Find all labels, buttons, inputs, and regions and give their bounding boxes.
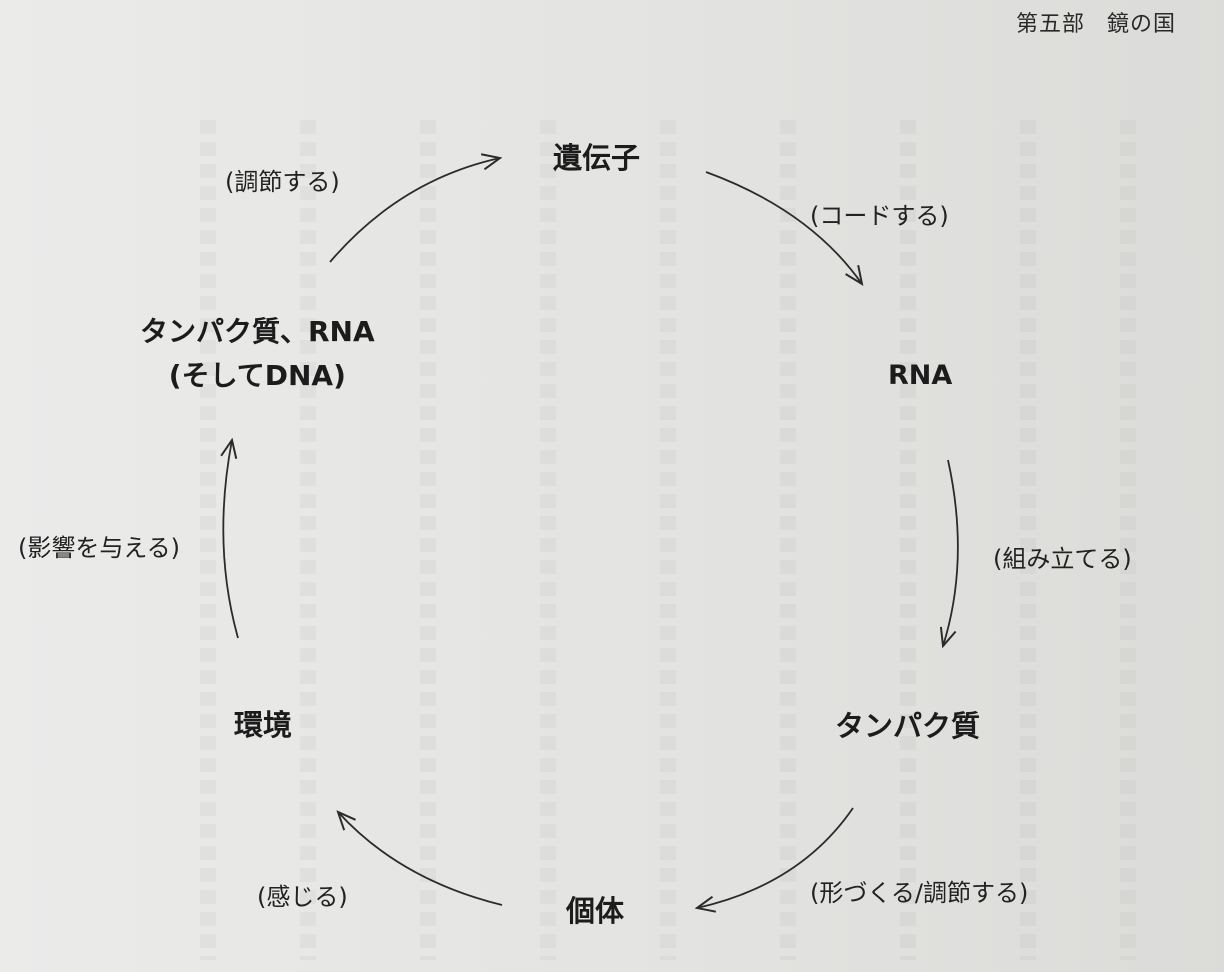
node-environment: 環境 [234,705,292,745]
bleed-through-column [200,120,216,960]
node-rna-label: RNA [888,360,953,391]
header-part: 第五部 [1015,12,1085,37]
node-gene: 遺伝子 [553,138,640,178]
header-chapter: 鏡の国 [1106,12,1176,37]
bleed-through-column [1020,120,1036,960]
running-header: 第五部鏡の国 [1016,6,1176,38]
edge-label-influence: (影響を与える) [18,534,181,562]
bleed-through-column [780,120,796,960]
bleed-through-column [540,120,556,960]
node-gene-label: 遺伝子 [553,141,641,175]
bleed-through-column [900,120,916,960]
bleed-through-column [420,120,436,960]
node-protein-rna-line2: (そしてDNA) [168,359,346,392]
edge-label-sense: (感じる) [257,883,348,911]
node-individual-label: 個体 [566,894,625,928]
edge-label-shape-regulate: (形づくる/調節する) [810,879,1029,907]
arrow-environment-to-protein-rna [223,440,239,639]
arrow-rna-to-protein [943,459,959,646]
node-individual: 個体 [566,891,624,931]
edge-label-assemble: (組み立てる) [993,545,1132,573]
arrow-protein-to-individual [697,807,854,908]
arrow-gene-to-rna [705,171,862,284]
bleed-through-column [300,120,316,960]
edge-label-regulate: (調節する) [225,168,340,196]
node-rna: RNA [888,356,952,396]
bleed-through-column [1120,120,1136,960]
node-protein-label: タンパク質 [835,709,981,743]
arrow-protein-rna-to-gene [329,158,500,263]
node-protein: タンパク質 [835,706,980,746]
node-protein-rna-line1: タンパク質、RNA [140,315,375,348]
edge-label-code: (コードする) [810,202,949,230]
node-protein-rna-dna: タンパク質、RNA (そしてDNA) [140,310,375,398]
node-environment-label: 環境 [234,708,293,742]
arrow-individual-to-environment [338,812,503,906]
bleed-through-column [660,120,676,960]
